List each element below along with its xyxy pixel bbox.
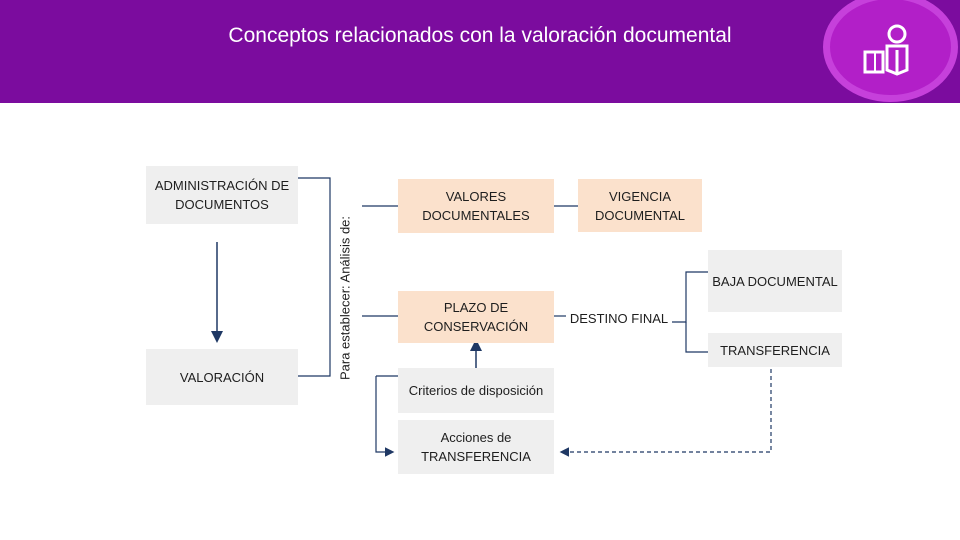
box-valoracion-label: VALORACIÓN <box>179 369 265 385</box>
box-vigencia: VIGENCIA DOCUMENTAL <box>578 179 702 232</box>
box-criterios-label: Criterios de disposición <box>408 383 544 398</box>
box-valoracion: VALORACIÓN <box>146 349 298 405</box>
logo-badge <box>823 0 958 102</box>
book-person-icon <box>863 24 909 76</box>
box-transferencia: TRANSFERENCIA <box>708 333 842 367</box>
box-baja-label: BAJA DOCUMENTAL <box>712 273 838 289</box>
header-bar: Conceptos relacionados con la valoración… <box>0 0 960 103</box>
box-plazo-label: PLAZO DE CONSERVACIÓN <box>423 300 529 334</box>
box-criterios: Criterios de disposición <box>398 368 554 413</box>
vertical-label-text: Para establecer: Análisis de: <box>337 215 353 381</box>
box-valores: VALORES DOCUMENTALES <box>398 179 554 233</box>
box-administracion-label: ADMINISTRACIÓN DE DOCUMENTOS <box>154 178 290 212</box>
box-baja: BAJA DOCUMENTAL <box>708 250 842 312</box>
box-plazo: PLAZO DE CONSERVACIÓN <box>398 291 554 343</box>
line-destino-baja <box>672 271 708 323</box>
box-administracion: ADMINISTRACIÓN DE DOCUMENTOS <box>146 166 298 224</box>
box-destino: DESTINO FINAL <box>566 293 672 343</box>
arrow-to-acciones <box>375 376 395 457</box>
bracket-line <box>298 177 331 377</box>
dashed-arrow-transferencia-acciones <box>559 362 772 457</box>
page-title: Conceptos relacionados con la valoración… <box>228 24 732 47</box>
box-acciones-label: Acciones de TRANSFERENCIA <box>421 430 531 464</box>
box-acciones: Acciones de TRANSFERENCIA <box>398 420 554 474</box>
line-destino-transferencia <box>685 322 708 353</box>
vertical-label: Para establecer: Análisis de: <box>328 170 362 426</box>
box-vigencia-label: VIGENCIA DOCUMENTAL <box>594 188 686 223</box>
box-transferencia-label: TRANSFERENCIA <box>720 342 830 358</box>
box-valores-label: VALORES DOCUMENTALES <box>422 189 530 223</box>
box-destino-label: DESTINO FINAL <box>569 310 669 326</box>
